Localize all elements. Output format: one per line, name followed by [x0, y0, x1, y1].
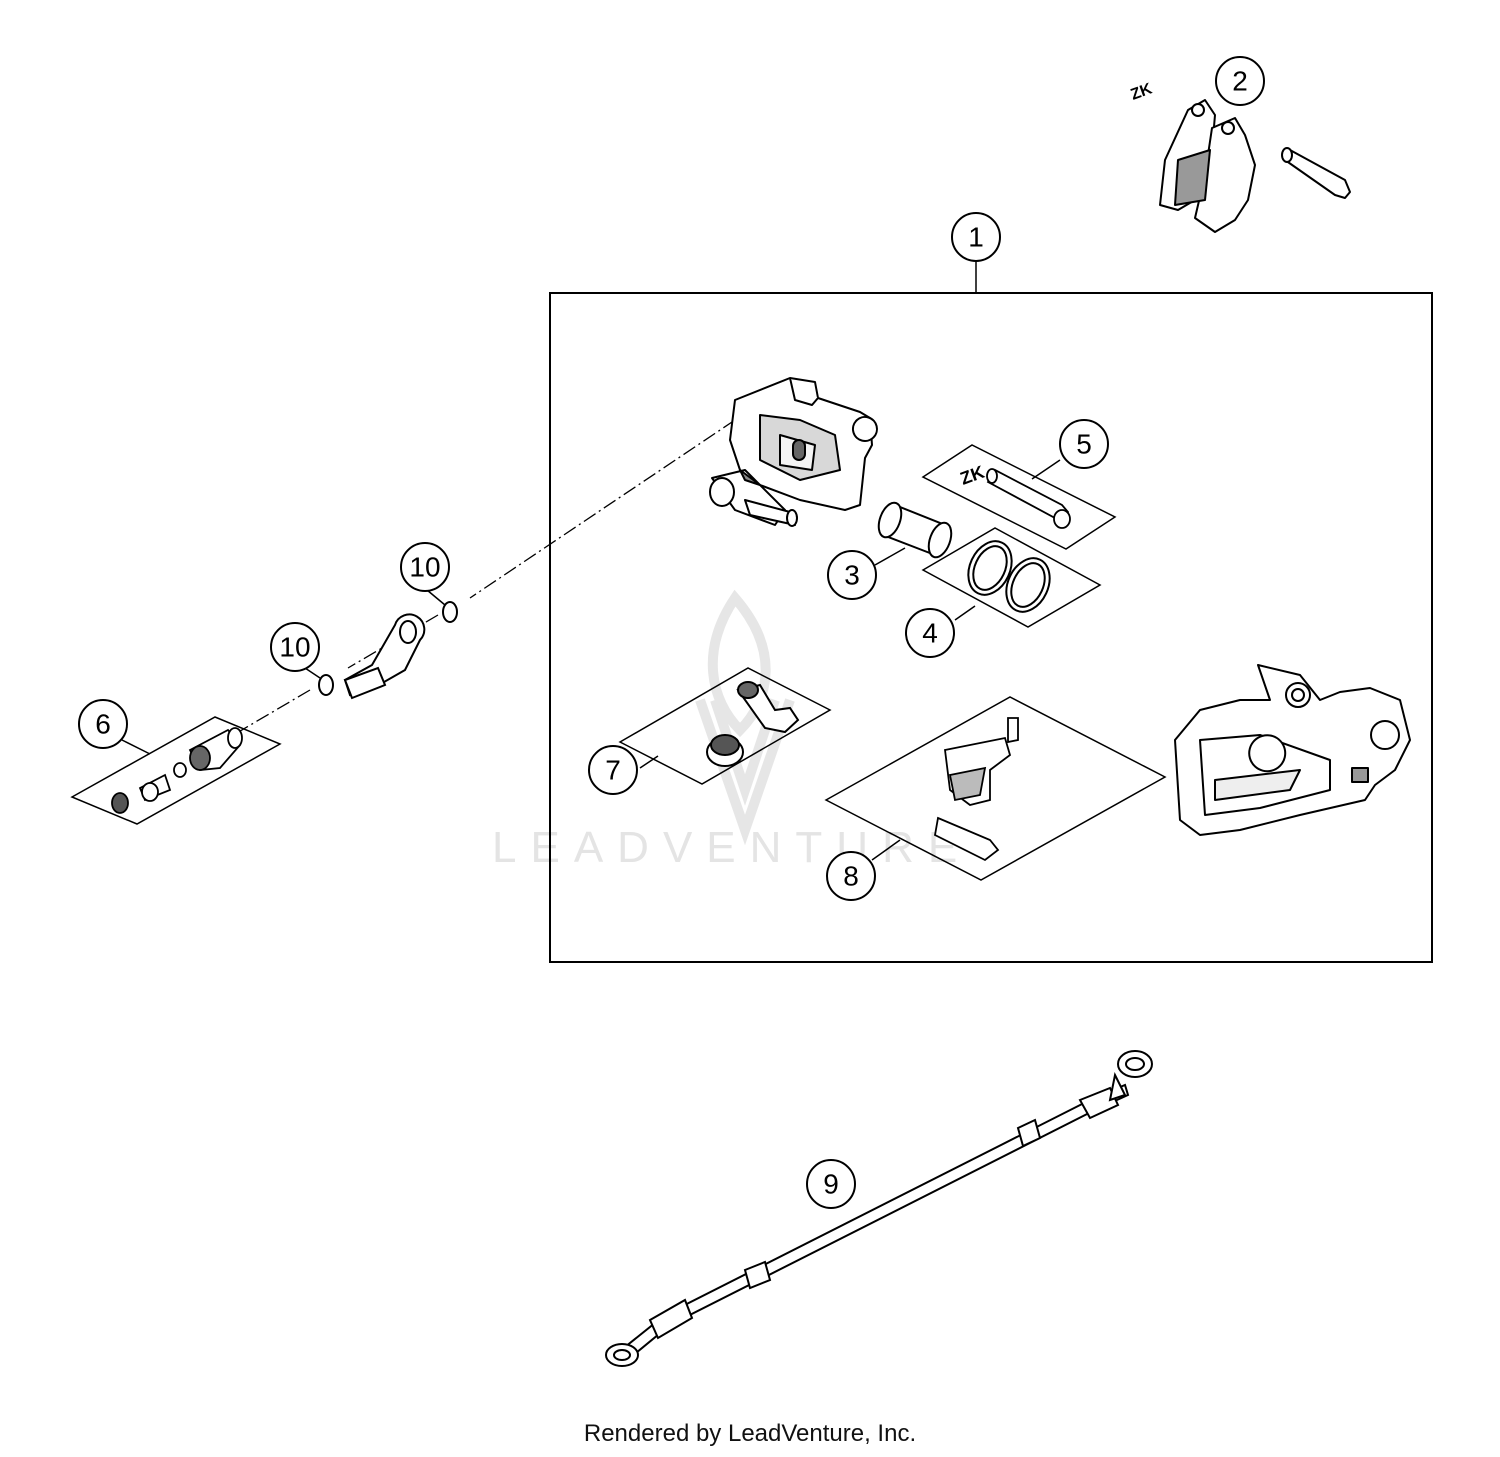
leader-7 [639, 755, 659, 769]
assembly-line [234, 419, 736, 735]
item-8-spring [933, 717, 1019, 862]
svg-text:1: 1 [968, 222, 984, 253]
item-4-box [921, 527, 1102, 628]
svg-text:6: 6 [95, 709, 111, 740]
callout-1: 1 [951, 212, 1001, 262]
item-6-box [70, 716, 282, 825]
item-8-box [824, 696, 1167, 881]
item-5-pin [986, 468, 1071, 529]
svg-text:10: 10 [279, 632, 310, 663]
item-2-brake-pads [1159, 99, 1351, 233]
banjo-fitting [343, 613, 426, 700]
callout-5: 5 [1059, 419, 1109, 469]
callout-3: 3 [827, 550, 877, 600]
leader-10b [304, 667, 321, 679]
svg-text:8: 8 [843, 861, 859, 892]
item-2-clip-decal: ZK [1129, 80, 1155, 103]
callout-10-upper: 10 [400, 542, 450, 592]
svg-text:5: 5 [1076, 429, 1092, 460]
svg-text:2: 2 [1232, 66, 1248, 97]
leader-3 [874, 547, 906, 566]
svg-text:7: 7 [605, 755, 621, 786]
item-3-piston [877, 501, 953, 559]
kit-box [549, 292, 1433, 963]
item-7-box [618, 667, 832, 785]
svg-text:10: 10 [409, 552, 440, 583]
callout-10-lower: 10 [270, 622, 320, 672]
watermark-text: LEADVENTURE [492, 823, 971, 872]
callout-7: 7 [588, 745, 638, 795]
leader-4 [954, 605, 976, 621]
item-4-seals [967, 540, 1051, 613]
callout-6: 6 [78, 699, 128, 749]
item-7-parts [706, 681, 800, 767]
callout-4: 4 [905, 608, 955, 658]
item-6-parts [111, 727, 243, 814]
render-credit: Rendered by LeadVenture, Inc. [583, 1420, 917, 1447]
svg-text:9: 9 [823, 1169, 839, 1200]
leader-10a [426, 589, 446, 606]
caliper-bracket [1174, 664, 1411, 836]
leader-6 [121, 739, 151, 755]
callout-9: 9 [806, 1159, 856, 1209]
item-9-brake-line [605, 1050, 1153, 1367]
item-10-washers [318, 601, 458, 696]
item-5-clip-decal: ZK [958, 462, 987, 489]
item-5-box [921, 444, 1117, 550]
svg-text:3: 3 [844, 560, 860, 591]
callout-2: 2 [1215, 56, 1265, 106]
svg-text:4: 4 [922, 618, 938, 649]
leader-5 [1031, 459, 1061, 480]
caliper-body [709, 377, 878, 527]
callout-8: 8 [826, 851, 876, 901]
leader-8 [871, 839, 901, 861]
